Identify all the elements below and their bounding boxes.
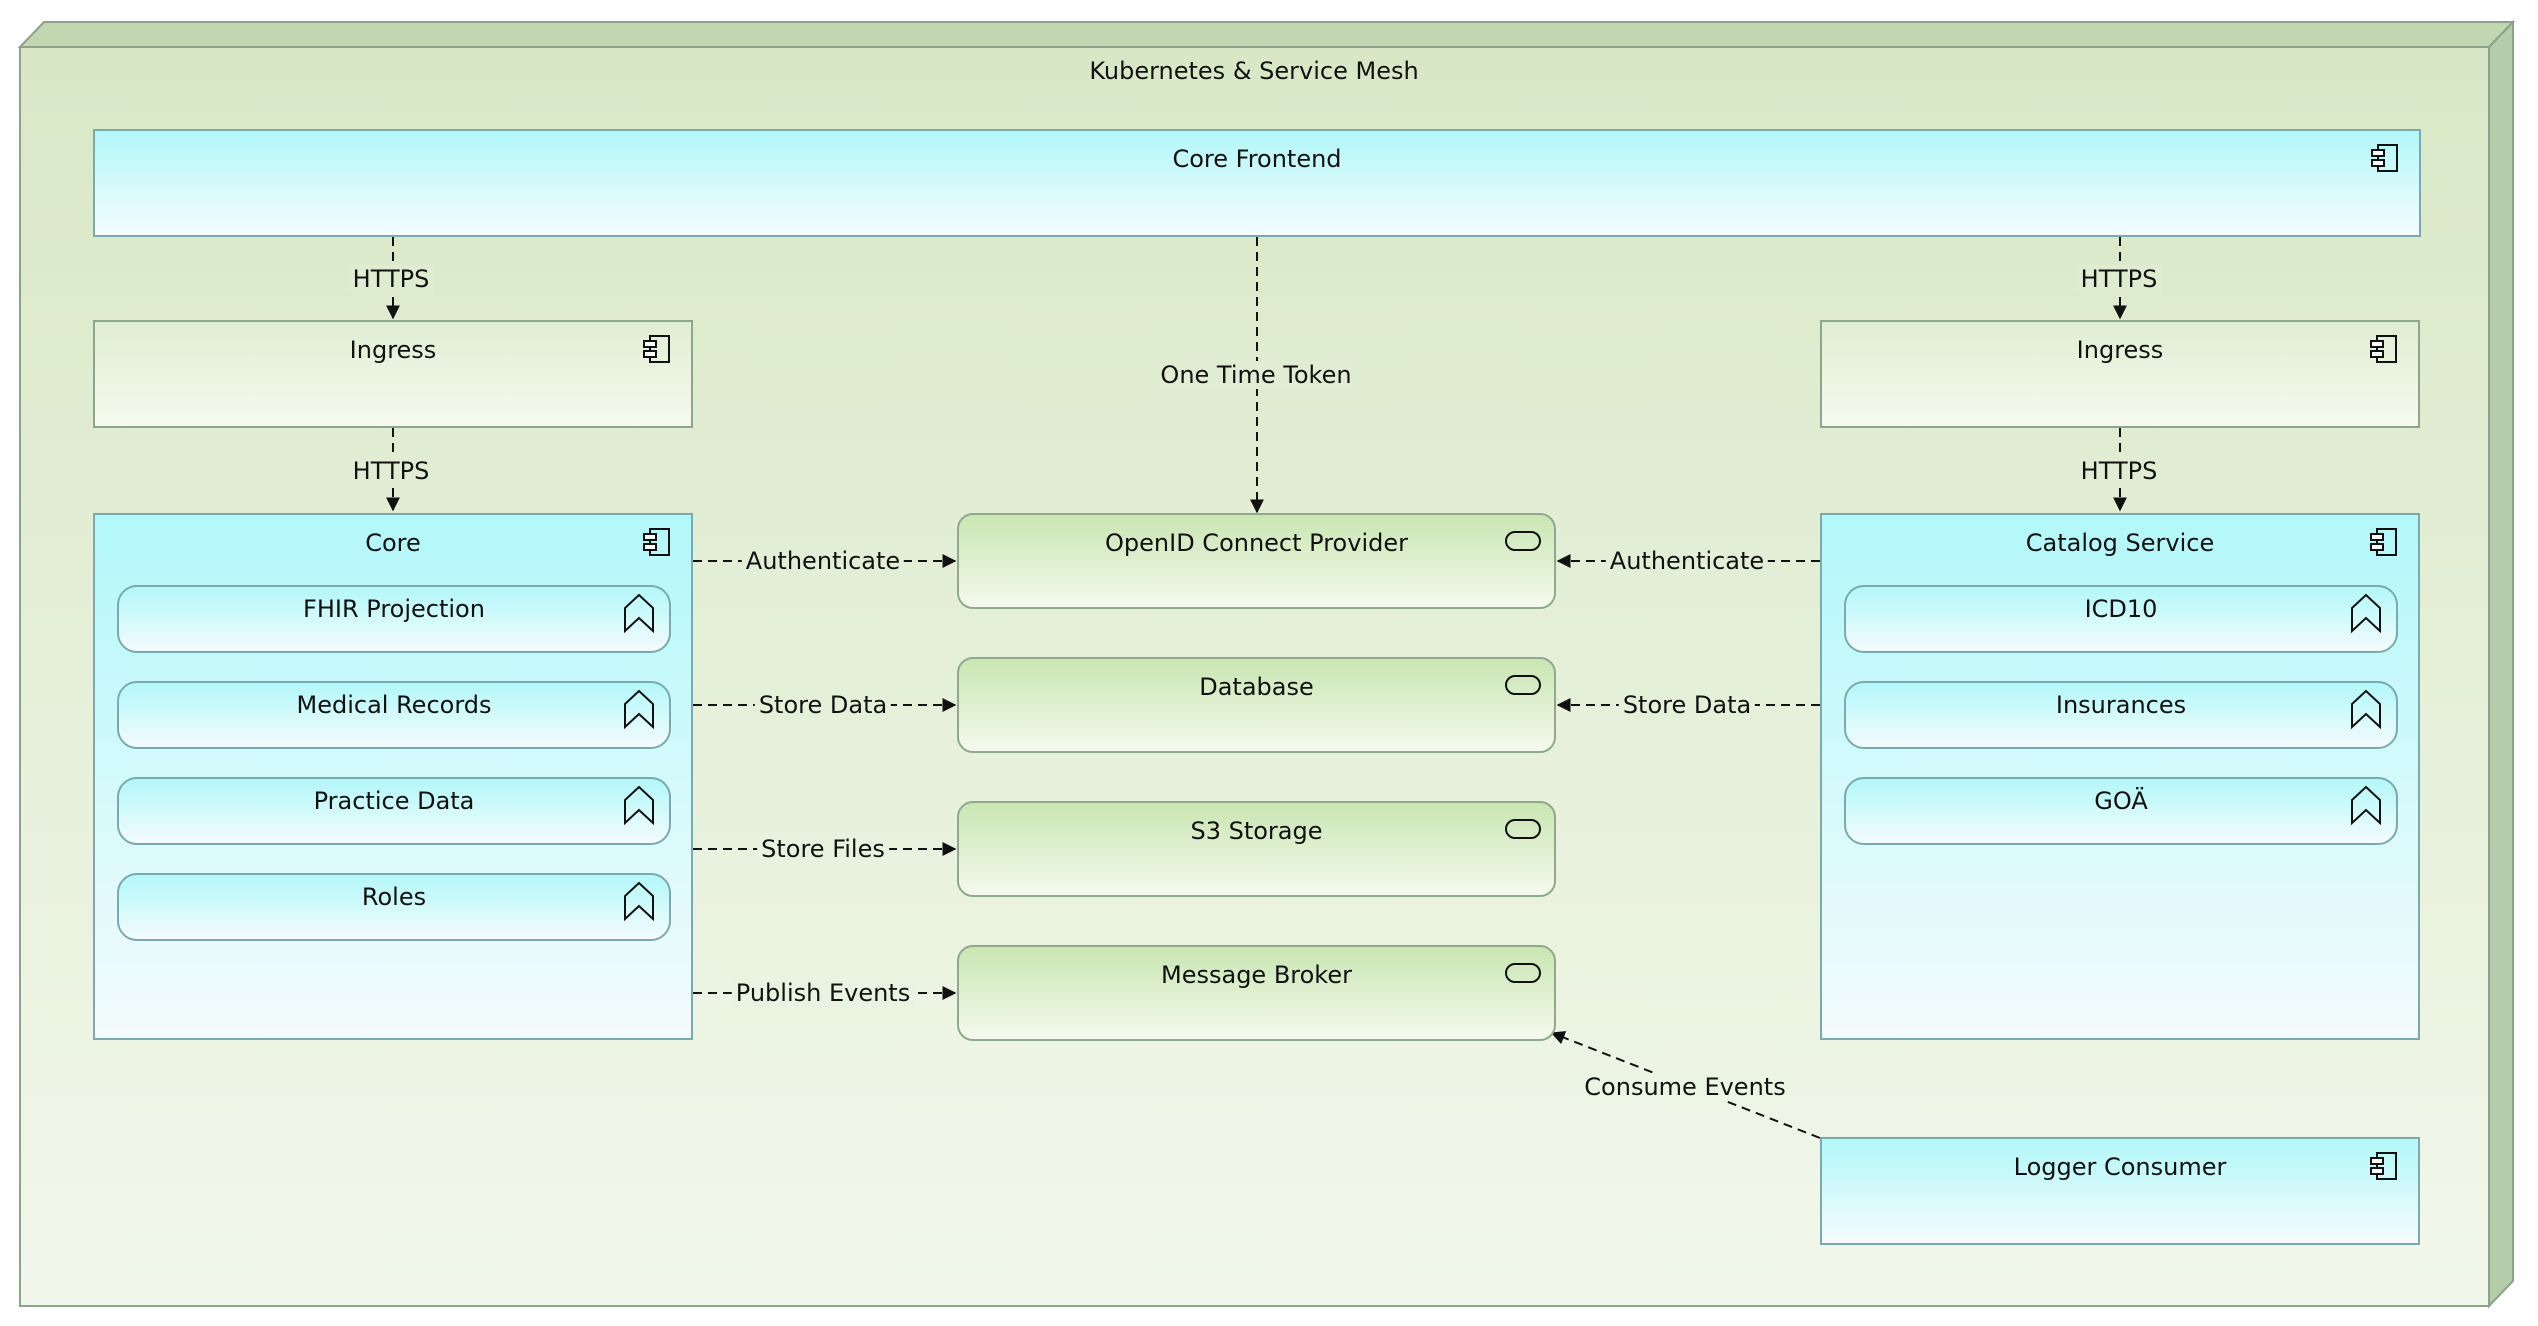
function-fhir-projection[interactable]: FHIR Projection [117, 585, 671, 653]
function-title: Practice Data [313, 787, 475, 815]
edge-label-store-data: Store Data [754, 691, 892, 719]
component-icon [2370, 1151, 2398, 1181]
node-title: Ingress [2076, 336, 2164, 364]
node-title: OpenID Connect Provider [1105, 529, 1408, 557]
function-icon [623, 593, 655, 634]
service-icon [1504, 673, 1542, 697]
edge-label-store-data: Store Data [1618, 691, 1756, 719]
function-title: Insurances [2055, 691, 2187, 719]
logger-consumer-node[interactable]: Logger Consumer [1820, 1137, 2420, 1245]
catalog-service-node[interactable]: Catalog Service ICD10 Insurances GOÄ [1820, 513, 2420, 1040]
edge-label-publish-events: Publish Events [731, 979, 915, 1007]
node-title: Core Frontend [1172, 145, 1342, 173]
function-icd10[interactable]: ICD10 [1844, 585, 2398, 653]
database-node[interactable]: Database [957, 657, 1556, 753]
node-title: Catalog Service [2025, 529, 2215, 557]
edge-label-authenticate: Authenticate [1605, 547, 1769, 575]
function-title: Roles [361, 883, 427, 911]
node-title: Logger Consumer [2013, 1153, 2227, 1181]
node-title: Message Broker [1161, 961, 1352, 989]
node-title: Ingress [349, 336, 437, 364]
edge-label-consume-events: Consume Events [1580, 1073, 1790, 1101]
function-icon [2350, 785, 2382, 826]
function-icon [623, 785, 655, 826]
function-icon [623, 881, 655, 922]
component-icon [2370, 527, 2398, 557]
s3-storage-node[interactable]: S3 Storage [957, 801, 1556, 897]
service-icon [1504, 961, 1542, 985]
component-icon [643, 527, 671, 557]
ingress-right-node[interactable]: Ingress [1820, 320, 2420, 428]
edge-label-store-files: Store Files [757, 835, 889, 863]
function-roles[interactable]: Roles [117, 873, 671, 941]
component-icon [2370, 334, 2398, 364]
function-title: Medical Records [296, 691, 492, 719]
edge-label-one-time-token: One Time Token [1156, 361, 1356, 389]
function-insurances[interactable]: Insurances [1844, 681, 2398, 749]
container-title: Kubernetes & Service Mesh [1089, 57, 1419, 85]
function-icon [2350, 593, 2382, 634]
component-icon [643, 334, 671, 364]
service-icon [1504, 817, 1542, 841]
component-icon [2371, 143, 2399, 173]
openid-connect-provider-node[interactable]: OpenID Connect Provider [957, 513, 1556, 609]
function-icon [623, 689, 655, 730]
function-title: GOÄ [2094, 787, 2148, 815]
service-icon [1504, 529, 1542, 553]
edge-label-https: HTTPS [2076, 265, 2162, 293]
edge-label-authenticate: Authenticate [741, 547, 905, 575]
core-node[interactable]: Core FHIR Projection Medical Records Pra… [93, 513, 693, 1040]
core-frontend-node[interactable]: Core Frontend [93, 129, 2421, 237]
function-title: FHIR Projection [303, 595, 485, 623]
node-title: Database [1199, 673, 1314, 701]
ingress-left-node[interactable]: Ingress [93, 320, 693, 428]
message-broker-node[interactable]: Message Broker [957, 945, 1556, 1041]
function-medical-records[interactable]: Medical Records [117, 681, 671, 749]
function-title: ICD10 [2084, 595, 2158, 623]
edge-label-https: HTTPS [348, 457, 434, 485]
node-title: Core [365, 529, 421, 557]
function-icon [2350, 689, 2382, 730]
edge-label-https: HTTPS [348, 265, 434, 293]
edge-label-https: HTTPS [2076, 457, 2162, 485]
function-goae[interactable]: GOÄ [1844, 777, 2398, 845]
function-practice-data[interactable]: Practice Data [117, 777, 671, 845]
node-title: S3 Storage [1190, 817, 1323, 845]
